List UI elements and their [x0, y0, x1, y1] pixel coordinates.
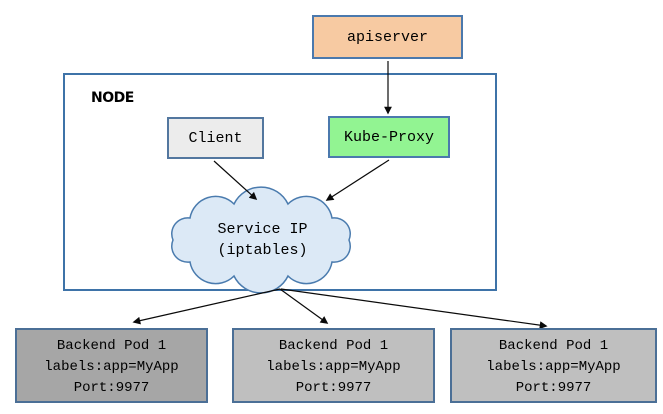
pod-title: Backend Pod 1 — [56, 338, 167, 354]
backend-pod-3: Backend Pod 1 labels:app=MyApp Port:9977 — [450, 328, 657, 403]
service-ip-label: Service IP (iptables) — [170, 219, 355, 261]
apiserver-node: apiserver — [312, 15, 463, 59]
kube-proxy-label: Kube-Proxy — [343, 128, 434, 146]
client-node: Client — [167, 117, 264, 159]
pod-labels: labels:app=MyApp — [486, 359, 621, 375]
backend-pod-1: Backend Pod 1 labels:app=MyApp Port:9977 — [15, 328, 208, 403]
service-ip-label-line1: Service IP — [217, 221, 308, 238]
arrow-service-ip-to-pod-1 — [132, 288, 281, 325]
pod-port: Port:9977 — [73, 380, 150, 396]
client-label: Client — [188, 129, 243, 147]
pod-port: Port:9977 — [295, 380, 372, 396]
arrow-service-ip-to-pod-2 — [279, 288, 329, 324]
pod-title: Backend Pod 1 — [498, 338, 609, 354]
apiserver-label: apiserver — [346, 28, 428, 46]
kube-proxy-node: Kube-Proxy — [328, 116, 450, 158]
pod-labels: labels:app=MyApp — [266, 359, 401, 375]
service-ip-label-line2: (iptables) — [217, 242, 308, 259]
node-label: NODE — [91, 90, 134, 106]
pod-title: Backend Pod 1 — [278, 338, 389, 354]
arrow-service-ip-to-pod-3 — [280, 288, 548, 329]
pod-labels: labels:app=MyApp — [44, 359, 179, 375]
pod-port: Port:9977 — [515, 380, 592, 396]
backend-pod-2: Backend Pod 1 labels:app=MyApp Port:9977 — [232, 328, 435, 403]
